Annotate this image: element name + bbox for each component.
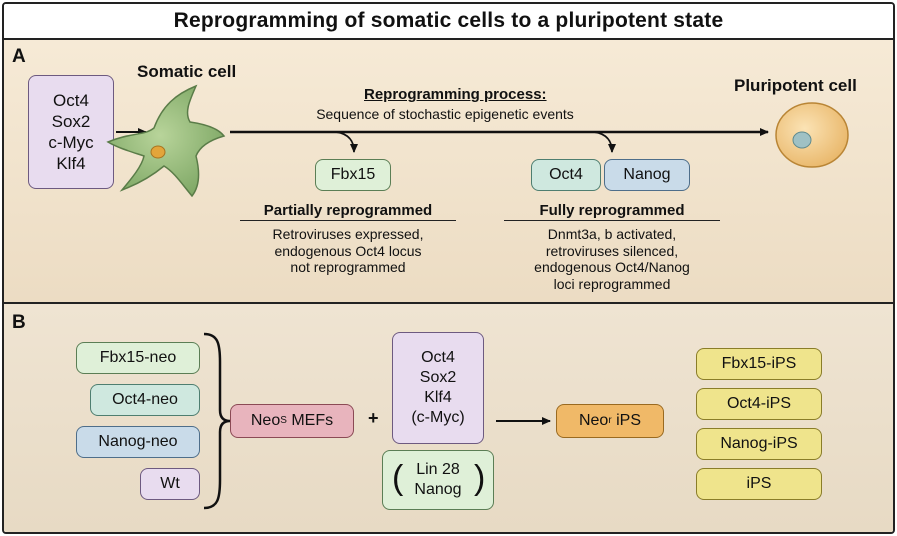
factor-item: (c-Myc) xyxy=(411,409,465,426)
pluripotent-cell-shape xyxy=(775,102,849,168)
somatic-cell-shape xyxy=(106,84,226,198)
panel-a-drawing xyxy=(106,84,849,198)
panel-b-label: B xyxy=(12,312,26,333)
factor-item: Klf4 xyxy=(56,154,86,174)
ips-rest: iPS xyxy=(611,412,642,429)
factor-item: Sox2 xyxy=(419,369,457,386)
full-divider xyxy=(504,220,720,221)
somatic-nucleus xyxy=(150,145,166,159)
factor-item: Sox2 xyxy=(51,111,91,131)
mefs-sup: S xyxy=(280,414,287,426)
reporter-box: Oct4-neo xyxy=(90,384,200,416)
factor-item: Nanog xyxy=(414,481,462,498)
full-branch-arrow xyxy=(593,131,616,153)
ips-base: Neo xyxy=(578,412,609,429)
pluripotent-nucleus xyxy=(792,131,812,149)
desc-line: retroviruses silenced, xyxy=(545,242,679,259)
reporter-box: Wt xyxy=(140,468,200,500)
full-heading: Fully reprogrammed xyxy=(539,202,685,219)
factor-item: Lin 28 xyxy=(416,461,460,478)
close-parenthesis: ) xyxy=(474,459,486,497)
output-box: Fbx15-iPS xyxy=(696,348,822,380)
optional-factor-box: Lin 28 Nanog xyxy=(382,450,494,510)
panel-a: A Oct4 Sox2 c-Myc Klf4 Somatic cell Plur… xyxy=(4,40,893,304)
brace xyxy=(203,332,231,510)
factor-item: c-Myc xyxy=(48,133,94,152)
panel-b-drawing xyxy=(203,332,551,510)
desc-line: endogenous Oct4/Nanog xyxy=(534,259,690,276)
ips-sup: r xyxy=(608,414,612,426)
desc-line: loci reprogrammed xyxy=(553,275,671,292)
output-box: Oct4-iPS xyxy=(696,388,822,420)
full-description: Dnmt3a, b activated, retroviruses silenc… xyxy=(498,226,726,292)
nanog-marker: Nanog xyxy=(604,159,690,191)
factor-box-a: Oct4 Sox2 c-Myc Klf4 xyxy=(28,75,114,189)
output-box: Nanog-iPS xyxy=(696,428,822,460)
panel-a-label: A xyxy=(12,46,26,67)
factor-item: Oct4 xyxy=(421,349,455,366)
desc-line: not reprogrammed xyxy=(290,259,406,276)
somatic-cell-label: Somatic cell xyxy=(137,62,237,81)
open-parenthesis: ( xyxy=(392,459,404,497)
factor-item: Oct4 xyxy=(53,90,89,110)
figure-title: Reprogramming of somatic cells to a plur… xyxy=(4,4,893,40)
process-title: Reprogramming process: xyxy=(364,86,547,103)
reporter-box: Nanog-neo xyxy=(76,426,200,458)
oct4-marker: Oct4 xyxy=(531,159,601,191)
partial-divider xyxy=(240,220,456,221)
desc-line: endogenous Oct4 locus xyxy=(274,242,422,259)
fbx15-marker: Fbx15 xyxy=(315,159,391,191)
output-box: iPS xyxy=(696,468,822,500)
partial-branch-arrow xyxy=(335,131,358,153)
partial-heading: Partially reprogrammed xyxy=(263,202,433,219)
factor-box-b: Oct4 Sox2 Klf4 (c-Myc) xyxy=(392,332,484,444)
partial-description: Retroviruses expressed, endogenous Oct4 … xyxy=(234,226,462,276)
pluripotent-cell-label: Pluripotent cell xyxy=(734,76,857,95)
mefs-rest: MEFs xyxy=(286,412,334,429)
process-subtitle: Sequence of stochastic epigenetic events xyxy=(316,106,574,122)
reporter-box: Fbx15-neo xyxy=(76,342,200,374)
desc-line: Retroviruses expressed, xyxy=(272,226,424,242)
plus-sign: + xyxy=(368,408,379,428)
desc-line: Dnmt3a, b activated, xyxy=(547,226,677,242)
mefs-base: Neo xyxy=(250,412,281,429)
factor-item: Klf4 xyxy=(424,389,452,406)
